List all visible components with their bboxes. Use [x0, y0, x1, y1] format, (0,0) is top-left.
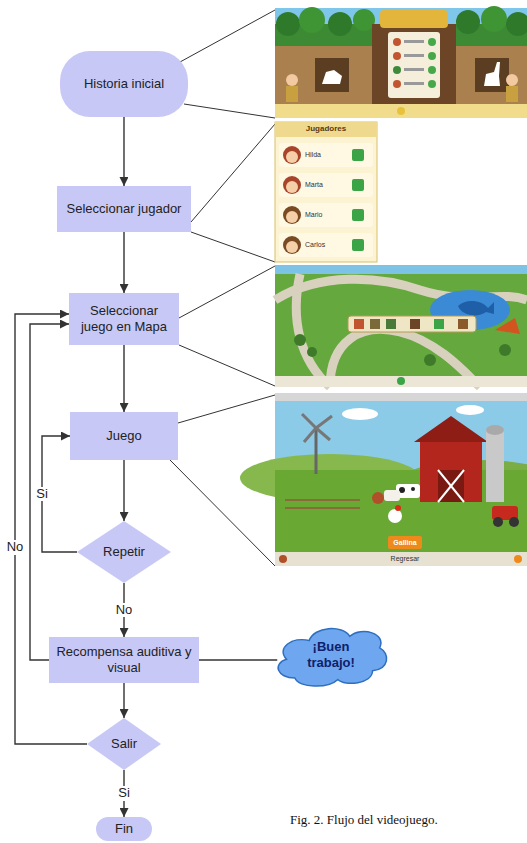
player-name: Mario: [305, 211, 323, 219]
screenshot-zoo: [275, 6, 527, 118]
terminal-box: Historia inicial: [60, 51, 188, 117]
process-box: Seleccionar jugador: [57, 186, 191, 232]
flow-connector: [199, 659, 277, 660]
speech-cloud: ¡Buen trabajo!: [271, 619, 390, 691]
screenshot-map: [275, 265, 527, 387]
screenshot-farm: [240, 393, 527, 566]
flow-connector: [123, 460, 124, 521]
player-name: Carlos: [305, 241, 325, 249]
node-text: Repetir: [103, 544, 145, 560]
flow-connector: [123, 232, 124, 293]
cloud-fill: [278, 629, 387, 686]
node-text: Juego: [106, 428, 141, 444]
flow-connector: [30, 324, 69, 660]
terminal-box: Fin: [96, 817, 152, 841]
diamond-fill: [87, 718, 161, 770]
edge-label: Si: [34, 487, 50, 501]
decision-diamond: Salir: [87, 718, 161, 770]
figure-caption: Fig. 2. Flujo del videojuego.: [290, 812, 438, 828]
button-label: Gallina: [393, 539, 416, 547]
node-text: Seleccionar jugador: [67, 201, 182, 217]
player-name: Marta: [305, 181, 323, 189]
panel-heading: Jugadores: [306, 125, 346, 134]
edge-label: No: [114, 603, 135, 617]
node-text: Recompensa auditiva y visual: [56, 644, 192, 675]
button-label: Regresar: [391, 555, 420, 563]
node-text: Salir: [111, 736, 137, 752]
flow-connector: [123, 683, 124, 718]
node-text: ¡Buen trabajo!: [294, 639, 368, 670]
edge-label: Si: [116, 786, 132, 800]
decision-diamond: Repetir: [77, 521, 171, 583]
node-text: Fin: [115, 821, 133, 837]
process-box: Juego: [70, 412, 178, 460]
node-text: Historia inicial: [84, 76, 164, 92]
flow-connector: [123, 345, 124, 412]
diamond-fill: [77, 521, 171, 583]
screenshot-players: [275, 122, 377, 262]
flow-connector: [123, 117, 124, 186]
process-box: Recompensa auditiva y visual: [49, 637, 199, 683]
process-box: Seleccionar juego en Mapa: [69, 293, 179, 345]
player-name: Hilda: [305, 151, 321, 159]
edge-label: No: [5, 540, 26, 554]
node-text: Seleccionar juego en Mapa: [76, 303, 172, 334]
